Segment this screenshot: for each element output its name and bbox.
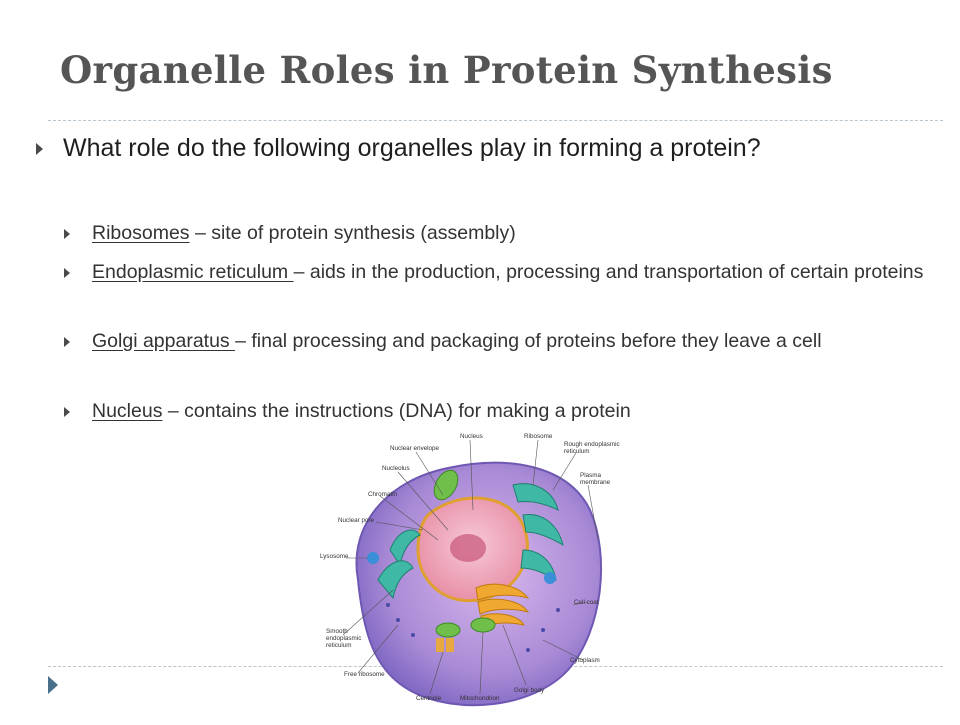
label-ribosome: Ribosome (524, 433, 553, 440)
mitochondrion-shape-3 (435, 622, 461, 638)
bullet-arrow-icon (36, 143, 43, 155)
label-lysosome: Lysosome (320, 553, 349, 560)
term-endoplasmic-reticulum: Endoplasmic reticulum (92, 261, 294, 283)
term-ribosomes: Ribosomes (92, 222, 190, 244)
term-nucleus: Nucleus (92, 400, 163, 422)
sub-bullet-arrow-icon (64, 229, 70, 239)
label-golgi-body: Golgi body (514, 687, 545, 694)
label-chromatin: Chromatin (368, 491, 398, 498)
label-centriole: Centriole (416, 695, 442, 702)
label-plasma-2: membrane (580, 479, 611, 486)
cell-illustration: Nuclear envelope Nucleus Ribosome Rough … (320, 433, 620, 707)
lysosome-shape (367, 552, 379, 564)
label-mitochondrion: Mitochondrion (460, 695, 500, 702)
question-text: What role do the following organelles pl… (63, 134, 761, 162)
label-free-ribosome: Free ribosome (344, 671, 385, 678)
mitochondrion-shape-2 (470, 617, 496, 633)
nucleolus-shape (450, 534, 486, 562)
rough-er-shape (377, 483, 564, 600)
label-rough-er-2: reticulum (564, 448, 590, 455)
footer-arrow-icon (48, 676, 58, 694)
title-divider (48, 120, 943, 121)
label-smooth-er-2: endoplasmic (326, 635, 361, 642)
animal-cell-diagram: Nuclear envelope Nucleus Ribosome Rough … (318, 430, 623, 720)
slide-title: Organelle Roles in Protein Synthesis (60, 48, 833, 92)
desc-golgi-apparatus: – final processing and packaging of prot… (235, 330, 822, 352)
sub-bullet-arrow-icon (64, 268, 70, 278)
desc-endoplasmic-reticulum: – aids in the production, processing and… (293, 261, 924, 283)
mitochondrion-shape-1 (433, 469, 459, 501)
desc-nucleus: – contains the instructions (DNA) for ma… (162, 400, 631, 422)
label-smooth-er: Smooth (326, 628, 348, 635)
term-golgi-apparatus: Golgi apparatus (92, 330, 236, 352)
sub-bullet-arrow-icon (64, 407, 70, 417)
desc-ribosomes: – site of protein synthesis (assembly) (189, 222, 516, 244)
free-ribosome-dots (386, 603, 560, 652)
label-smooth-er-3: reticulum (326, 642, 352, 649)
diagram-label-leaders (342, 439, 599, 695)
label-plasma: Plasma (580, 472, 601, 479)
label-cell-coat: Cell coat (574, 599, 599, 606)
label-cytoplasm: Cytoplasm (570, 657, 600, 664)
label-nucleolus: Nucleolus (382, 465, 410, 472)
centriole-shape (436, 638, 444, 652)
label-rough-er: Rough endoplasmic (564, 441, 620, 448)
label-nuclear-pore: Nuclear pore (338, 517, 375, 524)
label-nuclear-envelope: Nuclear envelope (390, 445, 440, 452)
label-nucleus: Nucleus (460, 433, 483, 440)
sub-bullet-arrow-icon (64, 337, 70, 347)
